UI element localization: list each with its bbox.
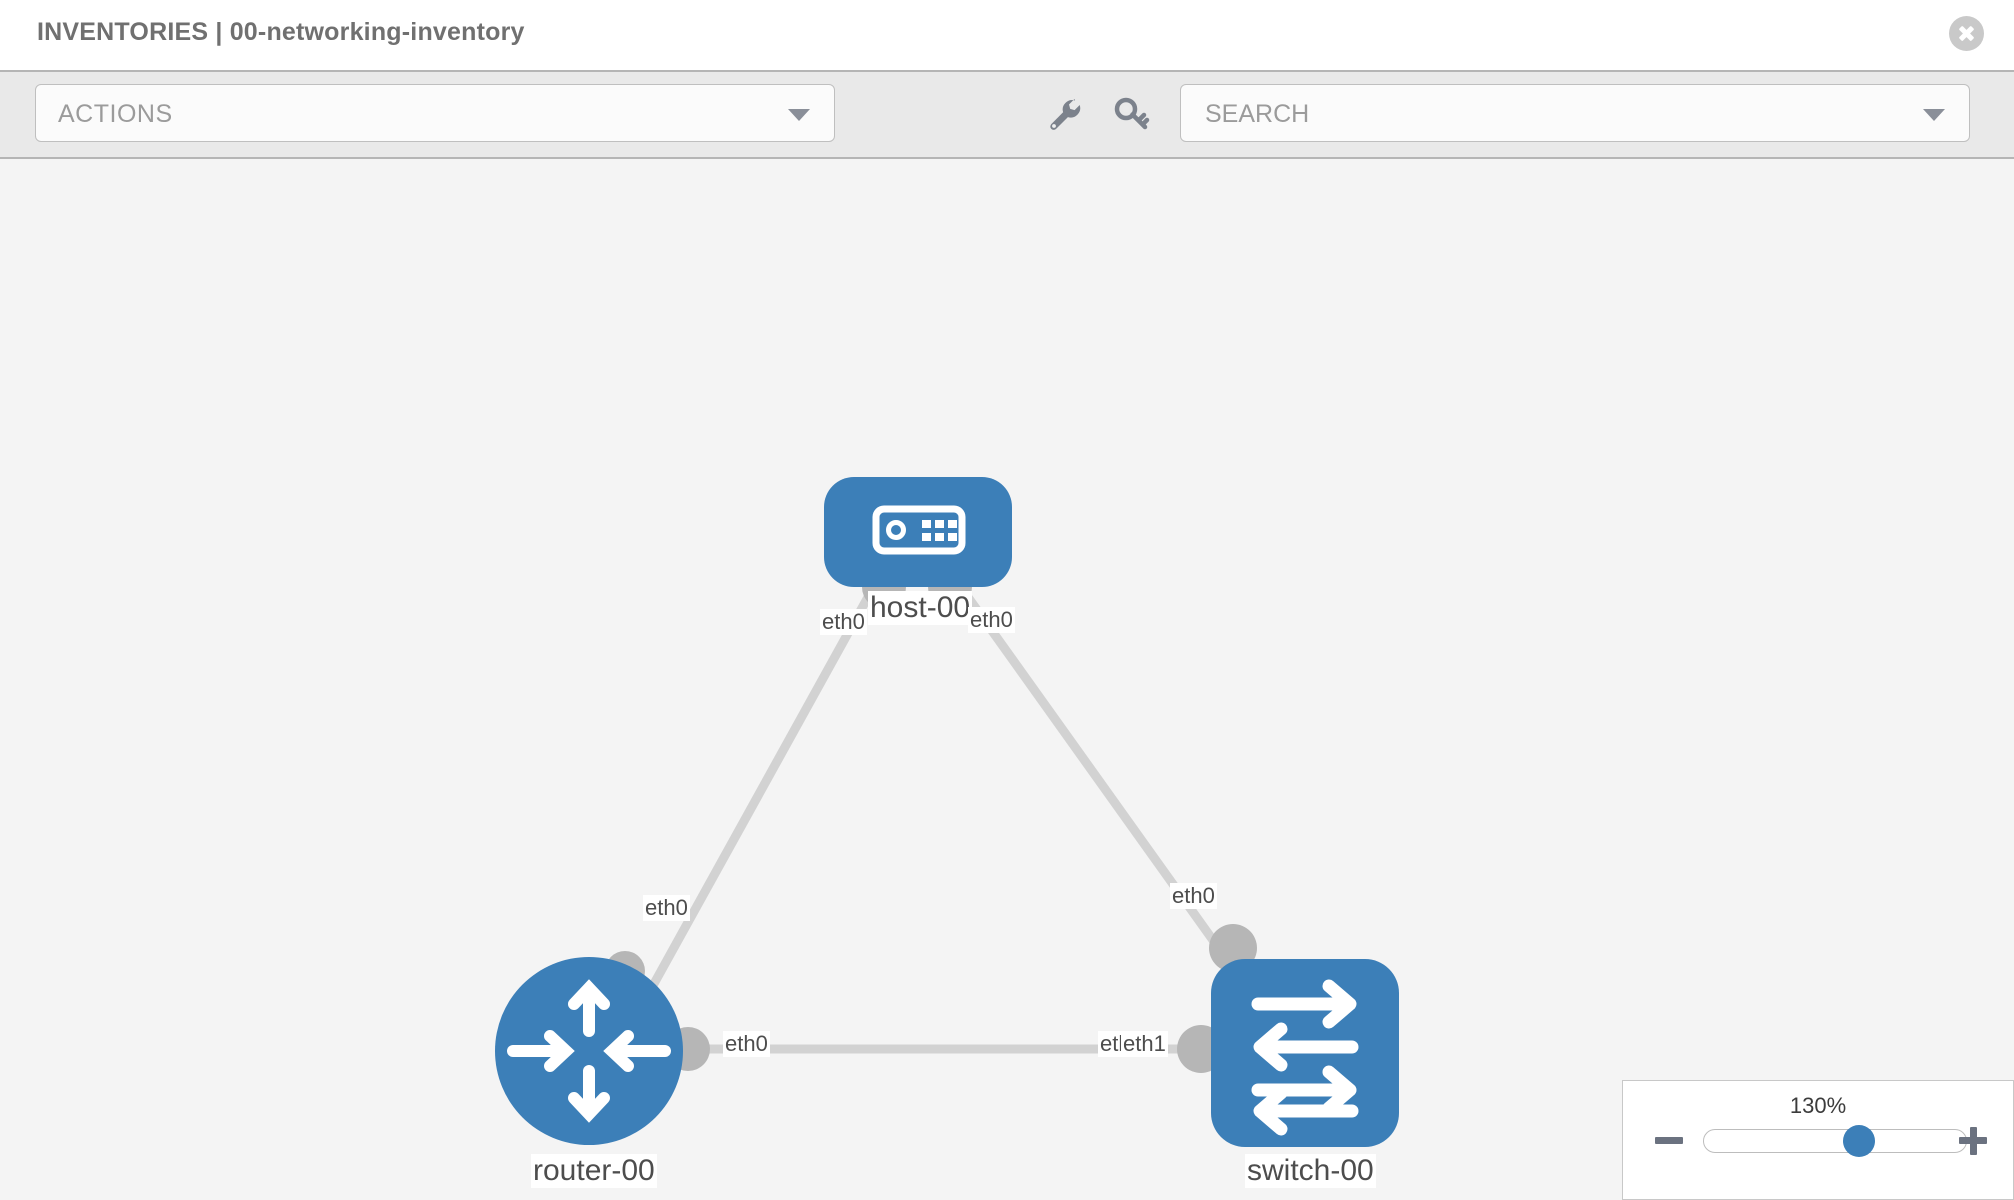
router-icon (507, 979, 671, 1123)
actions-dropdown-label: ACTIONS (58, 100, 173, 128)
zoom-slider[interactable] (1703, 1125, 1967, 1157)
node-host-00 (824, 477, 1012, 587)
search-field[interactable] (1180, 84, 1970, 143)
chevron-down-icon (788, 109, 810, 121)
zoom-control-panel: 130% (1622, 1080, 2014, 1200)
zoom-slider-thumb[interactable] (1843, 1125, 1876, 1157)
actions-dropdown[interactable]: ACTIONS (35, 84, 835, 142)
topology-graph (495, 477, 1399, 1147)
toolbar: ACTIONS (0, 70, 2014, 159)
link-host-router (636, 576, 882, 1012)
page-title: INVENTORIES | 00-networking-inventory (37, 18, 525, 46)
interface-label: eth1 (1121, 1031, 1168, 1057)
key-icon[interactable] (1112, 94, 1152, 134)
node-label-router-00: router-00 (531, 1154, 657, 1188)
topology-links (636, 576, 1259, 1054)
link-host-switch (951, 576, 1259, 1002)
close-icon[interactable] (1949, 16, 1984, 51)
zoom-percent-label: 130% (1789, 1093, 1847, 1118)
topology-canvas[interactable]: eth0 host-00 eth0 eth0 eth0 eth0 eth0 et… (0, 159, 2014, 1200)
search-input[interactable] (1203, 85, 1907, 143)
wrench-icon[interactable] (1044, 94, 1084, 134)
interface-label: eth0 (1170, 883, 1217, 909)
interface-label: eth0 (968, 607, 1015, 633)
switch-icon (1251, 979, 1359, 1136)
interface-label: eth0 (643, 895, 690, 921)
interface-label: eth0 (820, 609, 867, 635)
node-switch-00 (1211, 959, 1399, 1147)
plus-icon[interactable] (1959, 1127, 1987, 1155)
server-icon (872, 505, 966, 555)
chevron-down-icon[interactable] (1923, 109, 1945, 121)
node-label-switch-00: switch-00 (1245, 1154, 1376, 1188)
node-router-00 (495, 957, 683, 1145)
node-label-host-00: host-00 (868, 591, 973, 625)
minus-icon[interactable] (1655, 1127, 1683, 1155)
topology-connectors (605, 565, 1257, 1073)
interface-label: eth0 (723, 1031, 770, 1057)
page-header: INVENTORIES | 00-networking-inventory (0, 0, 2014, 70)
